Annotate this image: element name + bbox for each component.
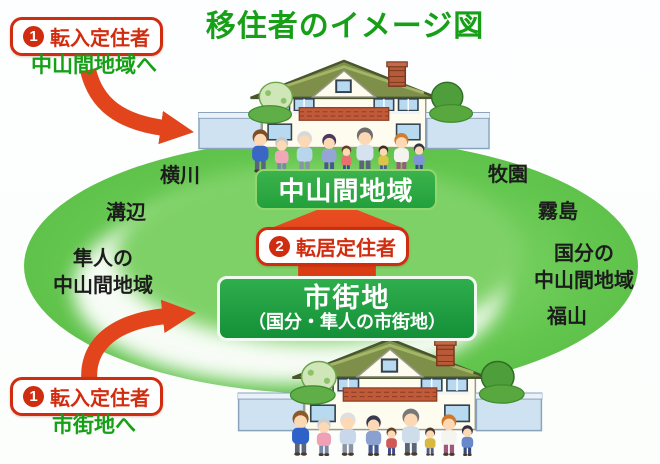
badge-label: 転入定住者 (50, 388, 150, 410)
badge-number-icon: 1 (23, 26, 44, 47)
place-makizono: 牧園 (488, 164, 528, 186)
badge-tennyu-bottom: 1 転入定住者 (10, 377, 163, 416)
place-mizobe: 溝辺 (106, 202, 146, 224)
place-hayato: 隼人の 中山間地域 (53, 248, 153, 297)
badge-label: 転入定住者 (50, 28, 150, 50)
destination-rural-label: 中山間地域へ (31, 54, 157, 77)
destination-urban-label: 市街地へ (52, 414, 136, 437)
badge-tenkyo-center: 2 転居定住者 (256, 227, 409, 266)
urban-area-sublabel: （国分・隼人の市街地） (248, 311, 446, 332)
badge-number-icon: 1 (23, 386, 44, 407)
urban-area-label: 市街地 (303, 283, 391, 314)
place-yokogawa: 横川 (160, 165, 200, 187)
curved-arrow-top-icon (80, 68, 194, 145)
place-kirishima: 霧島 (538, 201, 578, 223)
rural-house-illustration (198, 52, 490, 173)
page-title: 移住者のイメージ図 (205, 10, 485, 43)
badge-number-icon: 2 (269, 236, 290, 257)
place-fukuyama: 福山 (547, 306, 587, 328)
curved-arrow-bottom-icon (81, 299, 197, 388)
rural-area-label: 中山間地域 (255, 169, 437, 210)
badge-label: 転居定住者 (296, 238, 396, 260)
place-kokubu: 国分の 中山間地域 (534, 243, 634, 292)
badge-tennyu-top: 1 転入定住者 (10, 17, 163, 56)
urban-area-box: 市街地 （国分・隼人の市街地） (217, 276, 477, 341)
urban-house-illustration (234, 330, 546, 456)
